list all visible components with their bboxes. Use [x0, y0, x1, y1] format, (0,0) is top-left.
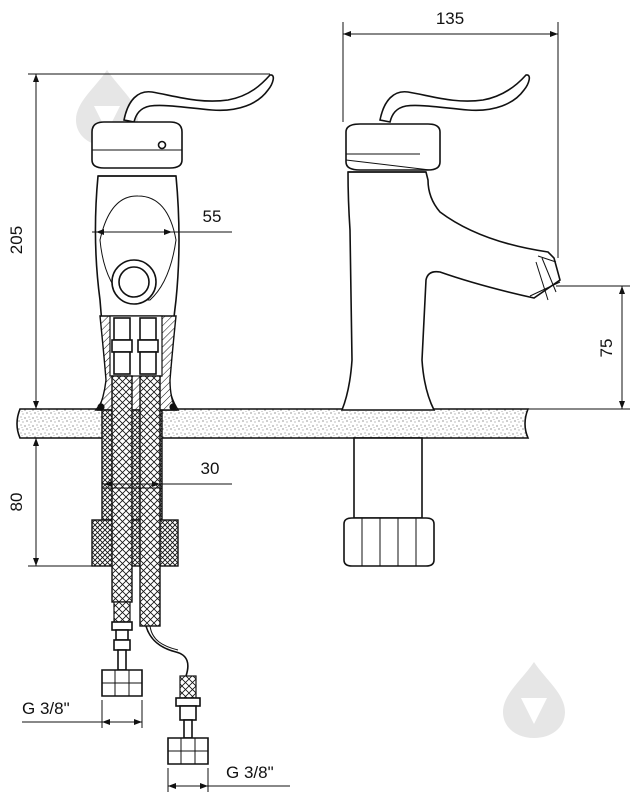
- dim-label-30: 30: [201, 459, 220, 478]
- dimension-thread-left: G 3/8": [22, 699, 143, 728]
- dim-label-205: 205: [7, 226, 26, 254]
- dimension-body-width: 55: [92, 207, 232, 235]
- dimension-spout-height: 75: [528, 285, 630, 410]
- watermark-logo-bottom: [503, 662, 565, 738]
- dim-label-thread-right: G 3/8": [226, 763, 274, 782]
- dim-label-55: 55: [203, 207, 222, 226]
- dim-label-75: 75: [597, 339, 616, 358]
- faucet-section-view: [91, 74, 275, 765]
- dimension-shank-diameter: 30: [102, 459, 232, 487]
- dimension-width-top: 135: [342, 9, 559, 258]
- faucet-side-view: [340, 74, 561, 567]
- dim-label-80: 80: [7, 493, 26, 512]
- dimension-thread-right: G 3/8": [167, 763, 290, 792]
- dimension-height-total: 205: [7, 73, 270, 409]
- dim-label-135: 135: [436, 9, 464, 28]
- dimension-shank-length: 80: [7, 437, 102, 567]
- countertop: [16, 408, 530, 439]
- dim-label-thread-left: G 3/8": [22, 699, 70, 718]
